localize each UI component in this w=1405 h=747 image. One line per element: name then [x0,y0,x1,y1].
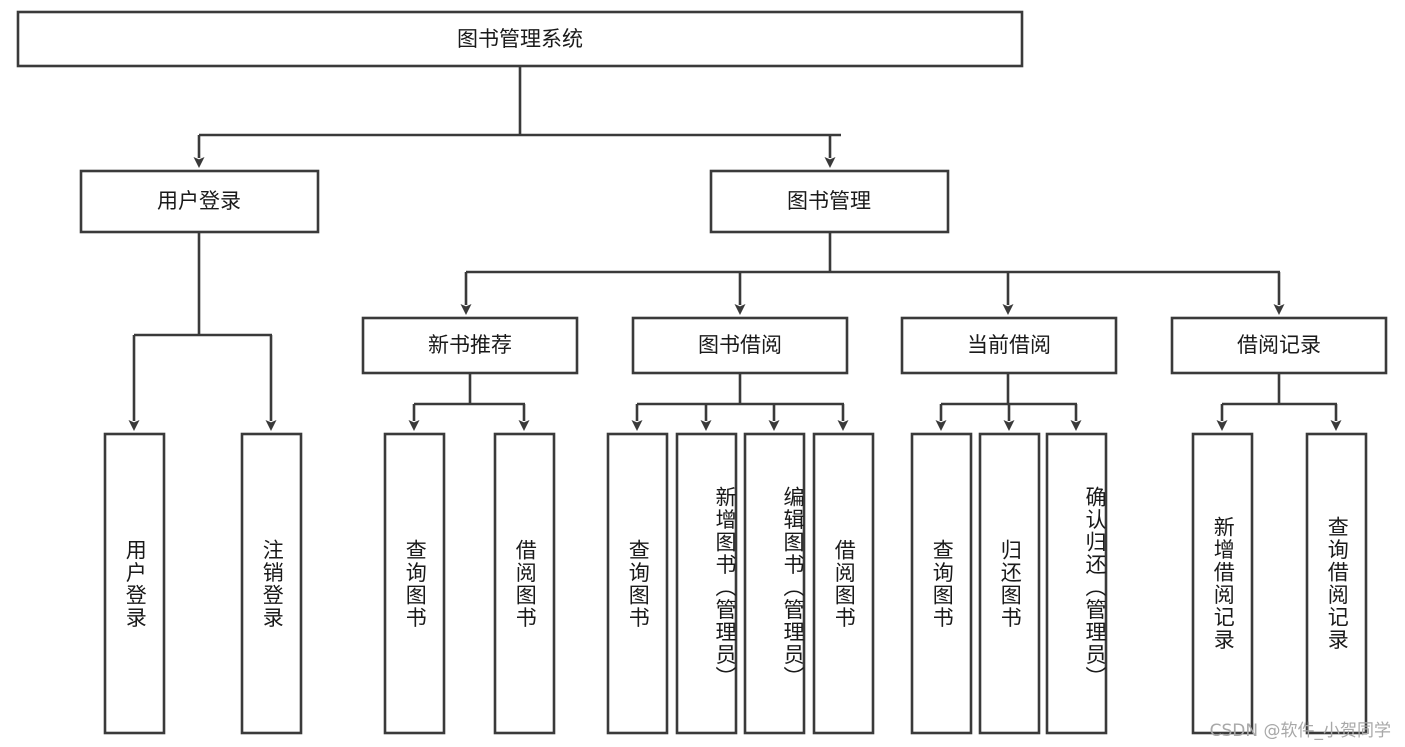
connector-root-to-level2 [193,66,841,168]
node-current-borrow-label: 当前借阅 [967,333,1051,357]
node-user-login-label: 用户登录 [157,189,241,213]
node-book-borrow[interactable]: 图书借阅 [631,316,849,375]
node-new-book-recommend[interactable]: 新书推荐 [361,316,579,375]
node-current-borrow[interactable]: 当前借阅 [900,316,1118,375]
node-root-label: 图书管理系统 [457,27,583,51]
connector-newbook-to-leaves [408,373,530,431]
connector-currentborrow-to-leaves [935,373,1082,431]
leaf-boxes-borrow-record[interactable] [1191,432,1368,735]
leaf-boxes-user-login[interactable] [103,432,303,735]
leaf-boxes-new-book-recommend[interactable] [383,432,556,735]
connector-bookmanage-to-level3 [460,232,1285,315]
node-book-manage-label: 图书管理 [787,189,871,213]
node-book-manage[interactable]: 图书管理 [709,169,950,234]
node-user-login[interactable]: 用户登录 [79,169,320,234]
node-root[interactable]: 图书管理系统 [16,10,1024,68]
connector-bookborrow-to-leaves [631,373,849,431]
node-borrow-record[interactable]: 借阅记录 [1170,316,1388,375]
csdn-watermark: CSDN @软件_小贺同学 [1209,721,1391,741]
leaf-boxes-book-borrow[interactable] [606,432,875,735]
connector-borrowrecord-to-leaves [1216,373,1342,431]
node-borrow-record-label: 借阅记录 [1237,333,1321,357]
connector-userlogin-to-leaves [128,232,277,431]
leaf-boxes-current-borrow[interactable] [910,432,1108,735]
node-book-borrow-label: 图书借阅 [698,333,782,357]
node-new-book-recommend-label: 新书推荐 [428,333,512,357]
